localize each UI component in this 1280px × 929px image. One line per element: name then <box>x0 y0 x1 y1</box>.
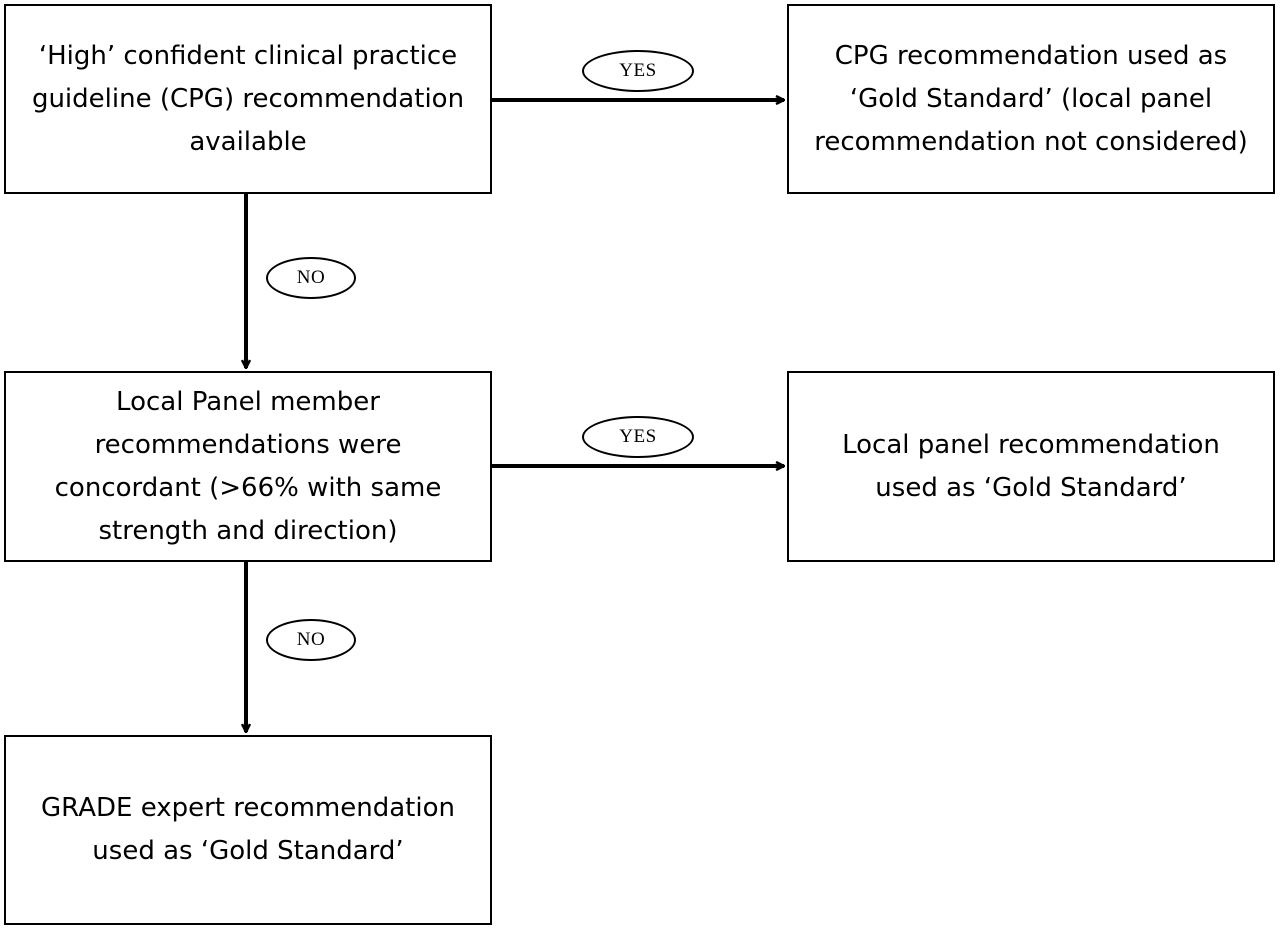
node-text-line: strength and direction) <box>98 515 398 546</box>
edge-label-yes-1: YES <box>582 50 694 92</box>
node-panel-concordant: Local Panel member recommendations were … <box>4 371 492 562</box>
node-text-line: available <box>189 126 307 157</box>
node-cpg-available: ‘High’ confident clinical practice guide… <box>4 4 492 194</box>
node-text-line: CPG recommendation used as <box>834 40 1228 71</box>
node-text-line: ‘Gold Standard’ (local panel <box>849 83 1213 114</box>
node-text-line: guideline (CPG) recommendation <box>31 83 465 114</box>
node-text-line: concordant (>66% with same <box>54 472 442 503</box>
node-text-line: recommendation not considered) <box>814 126 1248 157</box>
node-panel-gold-standard: Local panel recommendation used as ‘Gold… <box>787 371 1275 562</box>
edge-label-no-1: NO <box>266 257 356 299</box>
node-text-line: Local Panel member <box>116 386 380 417</box>
edge-label-no-2: NO <box>266 619 356 661</box>
node-grade-gold-standard: GRADE expert recommendation used as ‘Gol… <box>4 735 492 925</box>
node-text-line: used as ‘Gold Standard’ <box>92 836 404 866</box>
node-text-line: Local panel recommendation <box>842 429 1220 460</box>
node-text-line: GRADE expert recommendation <box>41 793 455 823</box>
node-cpg-gold-standard: CPG recommendation used as ‘Gold Standar… <box>787 4 1275 194</box>
node-text-line: recommendations were <box>94 429 402 460</box>
edge-label-yes-2: YES <box>582 416 694 458</box>
node-text-line: used as ‘Gold Standard’ <box>875 472 1187 503</box>
node-text-line: ‘High’ confident clinical practice <box>38 40 458 71</box>
